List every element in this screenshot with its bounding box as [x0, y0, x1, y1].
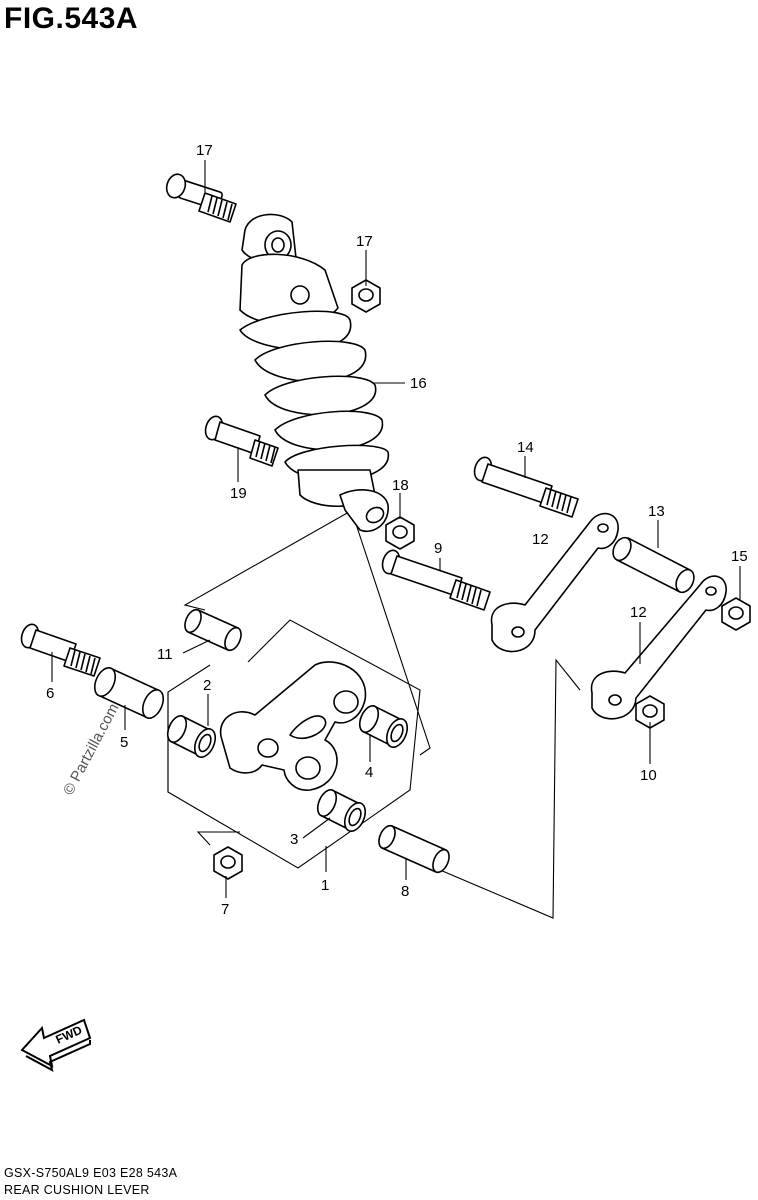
part-19-bolt[interactable]: [203, 414, 279, 467]
part-6-bolt[interactable]: [19, 622, 101, 677]
part-3-bearing[interactable]: [314, 787, 369, 834]
part-4-bearing[interactable]: [356, 703, 411, 750]
callout-10[interactable]: 10: [640, 767, 657, 784]
part-10-nut[interactable]: [635, 695, 665, 729]
part-17-upper-bolt[interactable]: [164, 172, 237, 223]
part-18-upper-nut[interactable]: [351, 279, 381, 313]
part-13-collar[interactable]: [610, 535, 698, 596]
callout-6[interactable]: 6: [46, 685, 54, 702]
fwd-arrow-icon: FWD: [20, 1018, 92, 1072]
callout-12-lower[interactable]: 12: [630, 604, 647, 621]
model-code: GSX-S750AL9 E03 E28 543A: [4, 1166, 178, 1180]
callout-16[interactable]: 16: [410, 375, 427, 392]
part-12-tie-rod-lower[interactable]: [590, 575, 727, 720]
leader-lines: [51, 160, 741, 898]
part-9-bolt[interactable]: [380, 548, 491, 611]
callout-8[interactable]: 8: [401, 883, 409, 900]
callout-15[interactable]: 15: [731, 548, 748, 565]
diagram-name: REAR CUSHION LEVER: [4, 1183, 150, 1197]
part-12-tie-rod-upper[interactable]: [490, 512, 619, 653]
part-7-nut[interactable]: [213, 846, 243, 880]
part-1-cushion-lever[interactable]: [219, 661, 367, 791]
part-2-bearing[interactable]: [164, 713, 219, 760]
callout-4[interactable]: 4: [365, 764, 373, 781]
callout-7[interactable]: 7: [221, 901, 229, 918]
callout-11[interactable]: 11: [157, 646, 173, 663]
callout-3[interactable]: 3: [290, 831, 298, 848]
callout-12-upper[interactable]: 12: [532, 531, 549, 548]
part-15-nut[interactable]: [721, 597, 751, 631]
part-16-rear-shock-absorber[interactable]: [239, 213, 389, 532]
callout-9[interactable]: 9: [434, 540, 442, 557]
callout-19[interactable]: 19: [230, 485, 247, 502]
part-8-collar[interactable]: [376, 823, 453, 875]
callout-18-upper[interactable]: 17: [356, 233, 373, 250]
part-5-collar[interactable]: [91, 665, 168, 722]
callout-17[interactable]: 17: [196, 142, 213, 159]
callout-labels: 17 17 16 19 18 14 12 9 13 15 12 11 6 2 5…: [46, 142, 748, 918]
figure-title: FIG.543A: [4, 2, 139, 35]
callout-1[interactable]: 1: [321, 877, 329, 894]
callout-5[interactable]: 5: [120, 734, 128, 751]
part-14-long-bolt[interactable]: [472, 455, 579, 518]
callout-18-lower[interactable]: 18: [392, 477, 409, 494]
part-11-collar[interactable]: [182, 607, 245, 653]
part-18-lower-nut[interactable]: [385, 516, 415, 550]
callout-2[interactable]: 2: [203, 677, 211, 694]
callout-13[interactable]: 13: [648, 503, 665, 520]
callout-14[interactable]: 14: [517, 439, 534, 456]
